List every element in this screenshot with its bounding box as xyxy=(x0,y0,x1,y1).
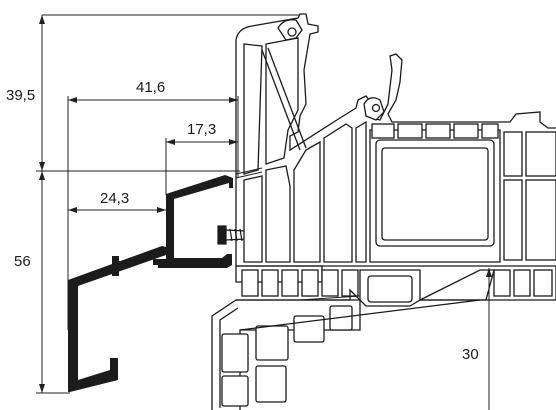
rail-ch-7 xyxy=(493,269,511,297)
rail-ch-2 xyxy=(261,269,279,297)
chamber-7 xyxy=(355,120,367,263)
dim-label-41-6: 41,6 xyxy=(136,79,165,96)
bead-seal xyxy=(287,27,297,37)
sash-ch-5 xyxy=(481,123,499,139)
reinforcement-inner xyxy=(381,147,489,241)
metal-sill-profile xyxy=(68,175,233,392)
rail-ch-1 xyxy=(241,269,259,297)
lower-sill-shape xyxy=(68,246,166,392)
sub-ch-6 xyxy=(255,365,287,403)
right-ch-2 xyxy=(525,131,556,177)
frame-outline-top xyxy=(235,13,556,152)
drain-slope xyxy=(419,269,495,301)
rail-ch-8 xyxy=(513,269,531,297)
right-ch-3 xyxy=(503,179,523,261)
dim-label-30: 30 xyxy=(462,346,479,363)
sub-ch-2 xyxy=(221,375,249,407)
chamber-3 xyxy=(243,175,263,263)
right-ch-1 xyxy=(503,131,523,177)
sub-ch-3 xyxy=(255,325,289,361)
adapter-inner xyxy=(367,275,413,303)
diag-1 xyxy=(261,49,301,151)
right-ch-4 xyxy=(525,179,556,261)
chamber-1 xyxy=(243,43,263,175)
dim-label-24-3: 24,3 xyxy=(100,190,129,207)
sill-rib-arm xyxy=(112,261,132,267)
dim-label-17-3: 17,3 xyxy=(187,121,216,138)
dim-label-56: 56 xyxy=(14,253,31,270)
diag-2 xyxy=(267,47,307,149)
sash-ch-3 xyxy=(425,123,451,139)
chamber-6 xyxy=(323,123,353,263)
upper-bracket-shape xyxy=(158,175,233,268)
sub-ch-1 xyxy=(221,333,249,373)
rail-ch-9 xyxy=(533,269,553,297)
gasket-seal xyxy=(371,103,381,113)
sub-sill-top-slope xyxy=(239,299,481,331)
sill-foot-mark xyxy=(84,359,96,373)
sill-lip xyxy=(153,259,167,265)
rail-ch-5 xyxy=(321,269,339,297)
sash-ch-2 xyxy=(397,123,423,139)
pvc-frame-profile xyxy=(211,13,556,410)
sash-ch-4 xyxy=(453,123,479,139)
chamber-4 xyxy=(265,165,291,263)
sub-sill-inner-line xyxy=(219,307,239,408)
chamber-5 xyxy=(293,140,321,263)
profile-edge-details xyxy=(235,167,361,301)
sash-ch-1 xyxy=(371,123,395,139)
dim-label-39-5: 39,5 xyxy=(6,87,35,104)
rail-ch-4 xyxy=(301,269,319,297)
rail-ch-3 xyxy=(281,269,299,297)
